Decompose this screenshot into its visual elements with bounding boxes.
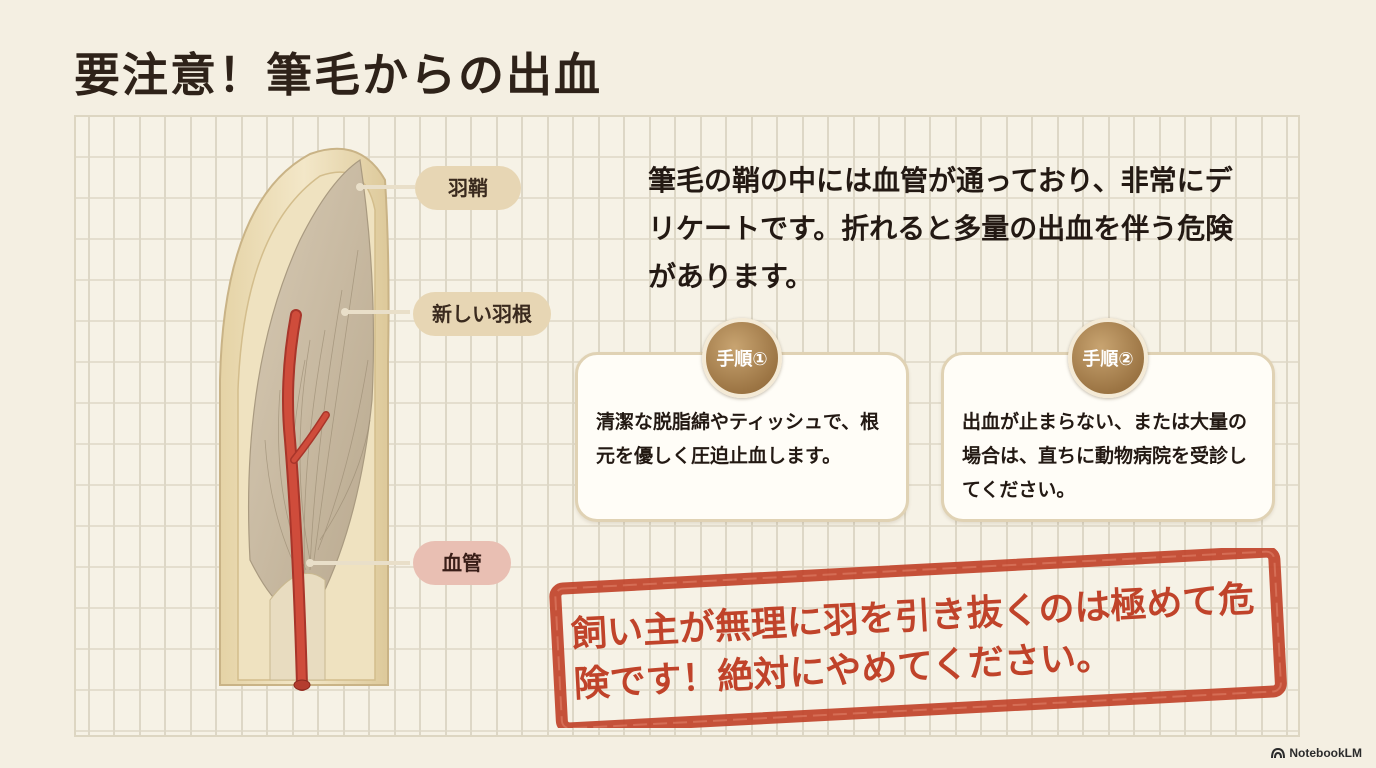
vessel-cross-section xyxy=(293,679,311,691)
label-sheath: 羽鞘 xyxy=(415,166,521,210)
step-1-badge: 手順① xyxy=(702,318,782,398)
step-card-2: 出血が止まらない、または大量の場合は、直ちに動物病院を受診してください。 xyxy=(941,352,1275,522)
step-1-text: 清潔な脱脂綿やティッシュで、根元を優しく圧迫止血します。 xyxy=(596,411,880,467)
warning-stamp-frame xyxy=(549,548,1287,728)
feather-sheath-illustration xyxy=(219,147,415,691)
brand-mark: NotebookLM xyxy=(1271,746,1362,760)
label-blood-vessel: 血管 xyxy=(413,541,511,585)
brand-name: NotebookLM xyxy=(1289,746,1362,760)
step-2-text: 出血が止まらない、または大量の場合は、直ちに動物病院を受診してください。 xyxy=(962,411,1248,501)
label-new-feather: 新しい羽根 xyxy=(413,292,551,336)
notebooklm-icon xyxy=(1271,747,1286,759)
blood-vessel xyxy=(282,309,330,691)
step-2-badge: 手順② xyxy=(1068,318,1148,398)
leader-lines xyxy=(310,185,415,565)
intro-text: 筆毛の鞘の中には血管が通っており、非常にデリケートです。折れると多量の出血を伴う… xyxy=(648,164,1234,293)
page-title: 要注意！筆毛からの出血 xyxy=(74,48,602,102)
